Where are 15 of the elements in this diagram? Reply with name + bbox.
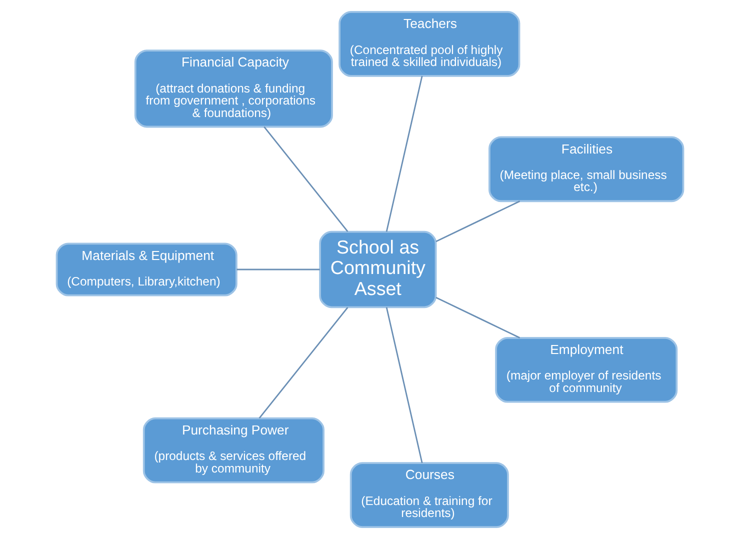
connector: [435, 200, 520, 242]
connector: [385, 307, 422, 464]
connector: [258, 306, 348, 419]
node-box: Materials & Equipment (Computers, Library,kitchen): [55, 242, 237, 296]
connector: [435, 296, 520, 338]
node-box: Teachers (Concentrated pool of highly trained & skilled individuals): [338, 11, 520, 77]
connector: [236, 268, 320, 270]
node-box: Financial Capacity (attract donations & funding from government , corporations & foundations): [134, 50, 332, 128]
connector: [263, 126, 348, 232]
node-box: School as Community Asset: [318, 230, 436, 308]
connector: [385, 76, 422, 232]
node-box: Purchasing Power (products & services offered by community: [142, 417, 324, 484]
node-box: Employment (major employer of residents of community: [494, 336, 678, 403]
node-box: Facilities (Meeting place, small business etc.): [488, 136, 684, 202]
node-box: Courses (Education & training for residents): [349, 462, 508, 528]
